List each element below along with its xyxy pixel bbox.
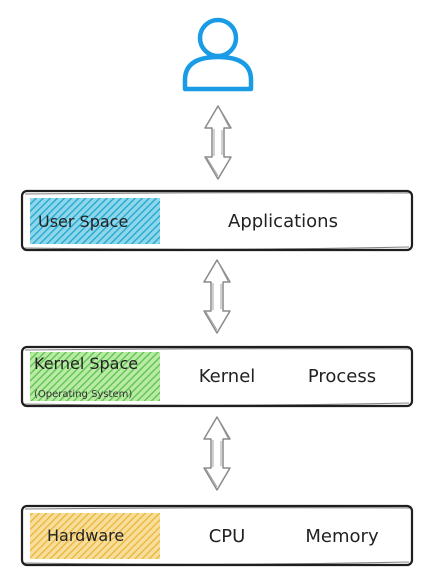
kernel-space-highlight: [30, 352, 160, 401]
user-space-label: User Space: [38, 212, 128, 231]
user-space-highlight: [30, 198, 160, 244]
user-icon: [182, 17, 254, 92]
user-space-layer: User Space Applications: [20, 189, 414, 252]
hardware-highlight: [30, 513, 160, 559]
hardware-label: Hardware: [47, 526, 124, 545]
process-label: Process: [308, 366, 376, 387]
cpu-label: CPU: [209, 526, 246, 547]
kernel-label: Kernel: [199, 366, 256, 387]
kernel-space-sublabel: (Operating System): [34, 389, 132, 400]
bidirectional-arrow-icon: [203, 416, 231, 491]
kernel-space-label: Kernel Space: [34, 354, 138, 373]
bidirectional-arrow-icon: [204, 105, 232, 180]
bidirectional-arrow-icon: [203, 259, 231, 334]
memory-label: Memory: [305, 526, 379, 547]
hardware-layer: Hardware CPU Memory: [20, 504, 414, 567]
kernel-space-layer: Kernel Space (Operating System) Kernel P…: [20, 345, 414, 408]
applications-label: Applications: [228, 211, 338, 232]
